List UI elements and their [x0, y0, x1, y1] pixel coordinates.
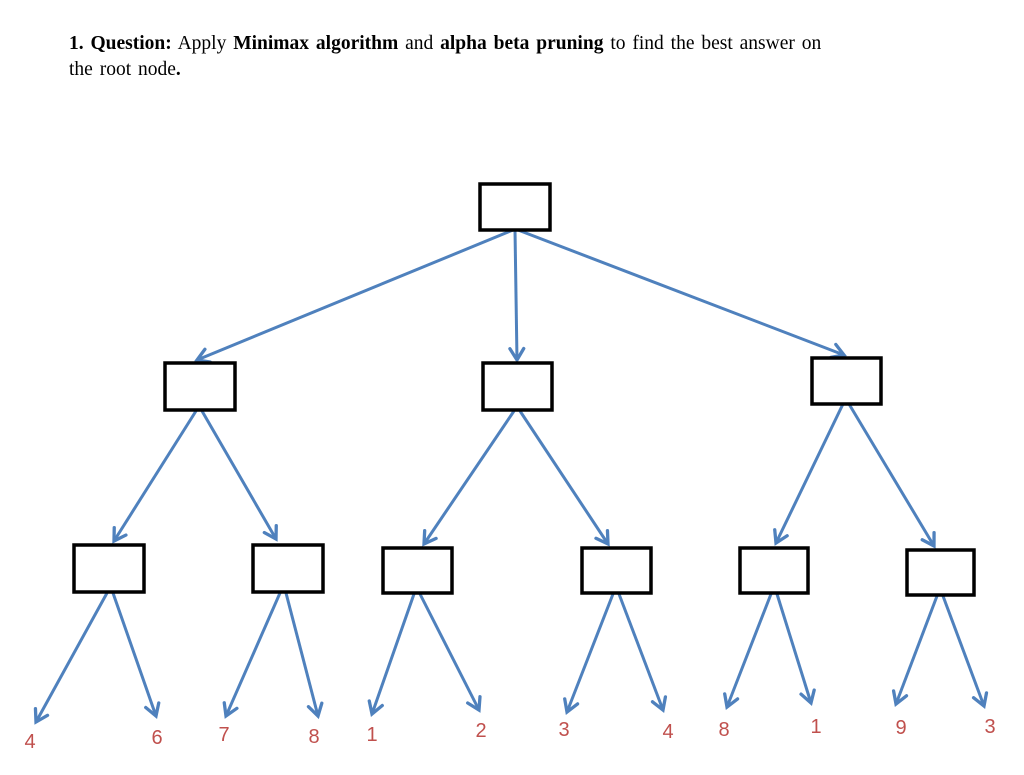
tree-node-l3-6	[905, 548, 976, 597]
tree-edge-arrow	[367, 593, 416, 718]
leaf-value-12: 3	[984, 716, 995, 738]
question-segment: Minimax algorithm	[233, 32, 399, 54]
leaf-value-10: 1	[810, 716, 821, 738]
tree-edge-arrow	[517, 228, 847, 360]
tree-edge-arrow	[112, 410, 198, 544]
question-segment: the root node	[69, 59, 176, 81]
tree-node-root	[478, 182, 552, 232]
tree-node-l3-4	[580, 546, 653, 595]
question-segment: Apply	[171, 32, 234, 54]
tree-edge-arrow	[891, 595, 939, 707]
tree-edge-arrow	[284, 592, 324, 720]
tree-edge-arrow	[773, 403, 845, 546]
question-text: 1. Question: Apply Minimax algorithm and…	[69, 31, 925, 85]
leaf-value-1: 4	[24, 731, 35, 753]
tree-edge-arrow	[200, 410, 278, 542]
tree-node-l2-1	[163, 361, 237, 412]
tree-edge-arrow	[33, 592, 109, 725]
tree-node-l2-3	[810, 356, 883, 406]
leaf-value-6: 2	[475, 720, 486, 742]
tree-node-l3-2	[251, 543, 325, 594]
question-segment: 1. Question:	[69, 32, 172, 54]
leaf-value-3: 7	[218, 724, 229, 746]
tree-edge-arrow	[222, 592, 282, 719]
leaf-value-9: 8	[718, 719, 729, 741]
tree-edge-arrow	[111, 592, 161, 720]
tree-edge-arrow	[518, 410, 610, 547]
leaf-value-11: 9	[895, 717, 906, 739]
tree-edge-arrow	[941, 595, 989, 709]
tree-node-l3-3	[381, 546, 454, 595]
question-segment: and	[398, 32, 441, 54]
tree-edge-arrow	[418, 593, 482, 713]
question-segment: alpha beta pruning	[440, 32, 604, 54]
tree-edge-arrow	[422, 410, 516, 547]
tree-edge-arrow	[847, 403, 936, 549]
question-segment: .	[175, 59, 181, 81]
tree-node-l3-1	[72, 543, 146, 594]
tree-edge-arrow	[563, 593, 615, 715]
leaf-value-5: 1	[366, 724, 377, 746]
tree-edge-arrow	[775, 593, 816, 707]
tree-node-l2-2	[481, 361, 554, 412]
tree-edge-arrow	[508, 229, 526, 364]
tree-nodes	[72, 182, 976, 597]
leaf-value-8: 4	[662, 721, 673, 743]
tree-node-l3-5	[738, 546, 810, 595]
leaf-value-4: 8	[308, 726, 319, 748]
tree-edges	[33, 228, 989, 725]
tree-edge-arrow	[723, 593, 773, 710]
tree-edge-arrow	[194, 228, 514, 364]
question-segment: to find the best answer on	[603, 32, 822, 54]
tree-leaves: 4 6 7 8 1 2 3 4 8 1 9 3	[24, 716, 995, 753]
leaf-value-7: 3	[558, 719, 569, 741]
tree-edge-arrow	[617, 593, 668, 713]
leaf-value-2: 6	[151, 727, 162, 749]
